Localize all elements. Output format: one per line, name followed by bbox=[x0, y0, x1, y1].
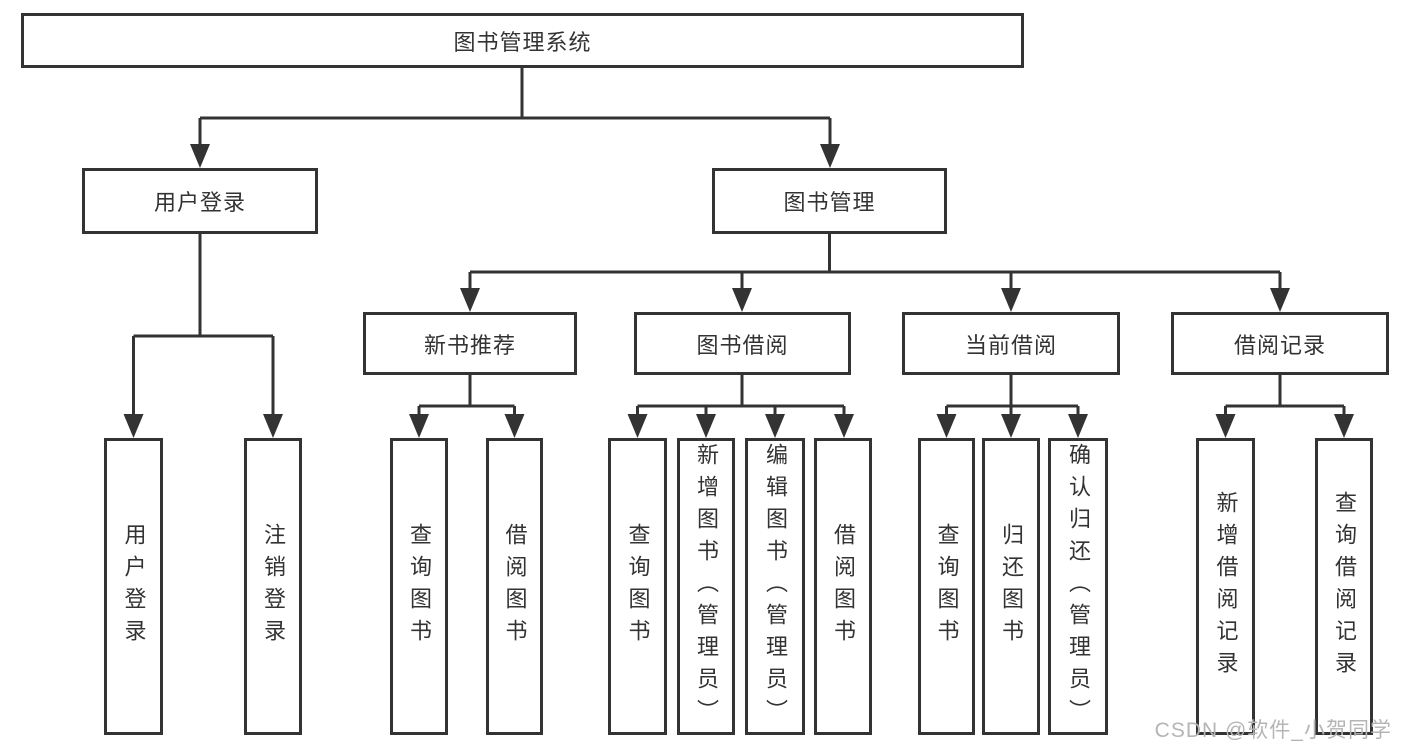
leaf-edit-books-admin: 编辑图书（管理员） bbox=[745, 438, 805, 735]
node-library-management-system: 图书管理系统 bbox=[21, 13, 1024, 68]
node-new-book-recommendation: 新书推荐 bbox=[363, 312, 577, 375]
node-current-borrowing: 当前借阅 bbox=[902, 312, 1120, 375]
node-book-borrowing: 图书借阅 bbox=[634, 312, 851, 375]
leaf-add-books-admin: 新增图书（管理员） bbox=[677, 438, 735, 735]
leaf-borrow-books-recommend: 借阅图书 bbox=[486, 438, 543, 735]
leaf-query-books-current: 查询图书 bbox=[918, 438, 975, 735]
leaf-confirm-return-admin: 确认归还（管理员） bbox=[1048, 438, 1108, 735]
leaf-user-login: 用户登录 bbox=[104, 438, 163, 735]
leaf-query-borrow-record: 查询借阅记录 bbox=[1315, 438, 1373, 735]
leaf-query-books-borrowing: 查询图书 bbox=[608, 438, 667, 735]
node-book-management: 图书管理 bbox=[712, 168, 947, 234]
arrowheads bbox=[123, 144, 1354, 438]
leaf-return-books: 归还图书 bbox=[982, 438, 1040, 735]
node-user-login: 用户登录 bbox=[82, 168, 318, 234]
leaf-logout: 注销登录 bbox=[244, 438, 302, 735]
csdn-watermark: CSDN @软件_小贺同学 bbox=[1154, 719, 1392, 742]
leaf-borrow-books: 借阅图书 bbox=[814, 438, 872, 735]
leaf-add-borrow-record: 新增借阅记录 bbox=[1196, 438, 1255, 735]
node-borrowing-records: 借阅记录 bbox=[1171, 312, 1389, 375]
leaf-query-books-recommend: 查询图书 bbox=[390, 438, 448, 735]
